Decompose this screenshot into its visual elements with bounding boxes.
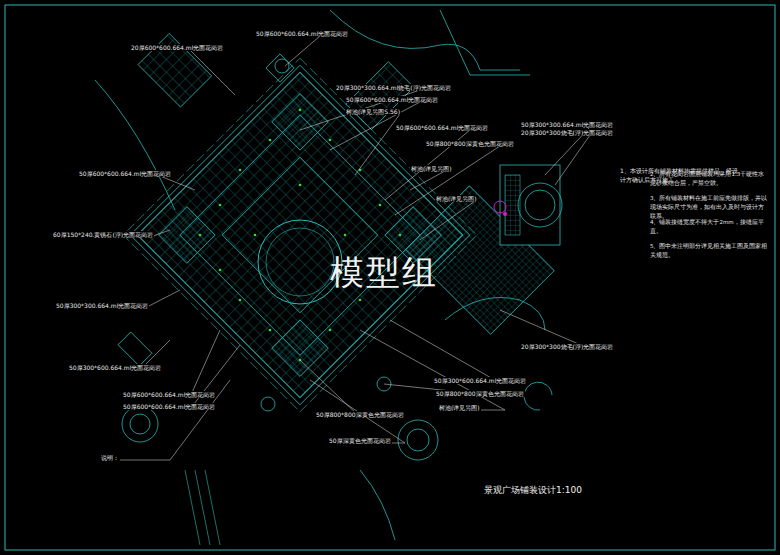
note-text: 3、所有铺装材料在施工前应先做排版，并以现场实际尺寸为准，如有出入及时与设计方联… — [650, 194, 768, 221]
material-callout: 50厚300*600.664.ml光面花岗岩 — [433, 377, 527, 384]
note-text: 4、铺装接缝宽度不得大于2mm，接缝应平直。 — [650, 218, 768, 236]
material-callout: 50厚600*600.664.ml光面花岗岩 — [345, 96, 439, 103]
material-callout: 50厚300*300.664.ml光面花岗岩 — [520, 121, 614, 128]
material-callout: 50厚800*800深黄色光面花岗岩 — [425, 140, 515, 147]
material-callout: 50厚600*600.664.ml光面花岗岩 — [122, 391, 216, 398]
material-callout: 50厚800*800深黄色光面花岗岩 — [315, 411, 405, 418]
material-callout: 树池(详见另图) — [410, 165, 453, 172]
material-callout: 20厚600*600.664.ml光面花岗岩 — [130, 44, 224, 51]
material-callout: 树池(详见另图) — [438, 404, 481, 411]
material-callout: 树池(详见另图) — [435, 195, 478, 202]
note-text: 2、所有花岗岩面层铺装均采用1:3干硬性水泥砂浆结合层，严禁空鼓。 — [650, 170, 768, 188]
material-callout: 50厚800*800深黄色光面花岗岩 — [435, 390, 525, 397]
note-text: 5、图中未注明部分详见相关施工图及国家相关规范。 — [650, 242, 768, 260]
material-callout: 50厚600*600.664.ml光面花岗岩 — [122, 403, 216, 410]
material-callout: 树池(详见另图S.56) — [345, 108, 401, 115]
material-callout: 50厚300*600.664.ml光面花岗岩 — [68, 364, 162, 371]
material-callout: 50厚600*600.664.ml光面花岗岩 — [395, 124, 489, 131]
material-callout: 50厚300*300.664.ml光面花岗岩 — [55, 302, 149, 309]
material-callout: 20厚300*300烧毛(浮)光面花岗岩 — [520, 343, 614, 350]
material-callout: 20厚300*300烧毛(浮)光面花岗岩 — [520, 129, 614, 136]
material-callout: 50厚600*600.664.ml光面花岗岩 — [255, 30, 349, 37]
watermark: 模型组 — [330, 250, 438, 296]
material-callout: 60厚150*240.黄锈石(浮)光面花岗岩 — [52, 231, 154, 238]
material-callout: 20厚300*300.664.ml烧毛(浮)光面花岗岩 — [335, 84, 452, 91]
material-callout: 说明： — [100, 454, 120, 461]
material-callout: 50厚深黄色光面花岗岩 — [328, 437, 392, 444]
material-callout: 50厚600*600.664.ml光面花岗岩 — [78, 170, 172, 177]
drawing-title: 景观广场铺装设计1:100 — [484, 484, 582, 497]
